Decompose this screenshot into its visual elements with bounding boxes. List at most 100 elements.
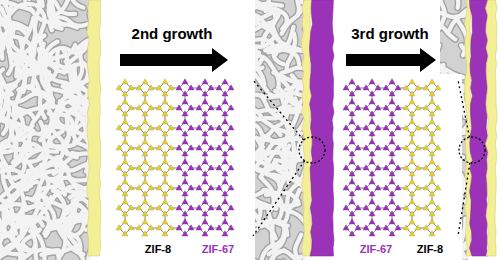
pore-wall	[272, 251, 300, 260]
pore-wall	[60, 228, 83, 258]
metal-tetrahedron	[409, 171, 415, 176]
metal-tetrahedron	[168, 105, 174, 110]
metal-tetrahedron	[375, 145, 381, 150]
metal-tetrahedron	[429, 231, 435, 236]
metal-tetrahedron	[403, 145, 409, 150]
metal-tetrahedron	[182, 219, 188, 224]
metal-tetrahedron	[188, 105, 194, 110]
metal-tetrahedron	[423, 165, 429, 170]
metal-tetrahedron	[429, 211, 435, 216]
metal-tetrahedron	[168, 85, 174, 90]
metal-tetrahedron	[363, 145, 369, 150]
metal-tetrahedron	[136, 85, 142, 90]
metal-tetrahedron	[202, 199, 208, 204]
metal-tetrahedron	[415, 205, 421, 210]
metal-tetrahedron	[369, 139, 375, 144]
metal-tetrahedron	[202, 139, 208, 144]
metal-tetrahedron	[202, 91, 208, 96]
material-label: ZIF-67	[358, 243, 394, 255]
metal-tetrahedron	[429, 111, 435, 116]
metal-tetrahedron	[403, 185, 409, 190]
metal-tetrahedron	[429, 79, 435, 84]
metal-tetrahedron	[389, 211, 395, 216]
metal-tetrahedron	[202, 219, 208, 224]
metal-tetrahedron	[182, 119, 188, 124]
metal-tetrahedron	[142, 179, 148, 184]
metal-tetrahedron	[369, 79, 375, 84]
metal-tetrahedron	[389, 139, 395, 144]
metal-tetrahedron	[122, 151, 128, 156]
metal-tetrahedron	[182, 199, 188, 204]
metal-tetrahedron	[162, 119, 168, 124]
metal-tetrahedron	[435, 205, 441, 210]
metal-tetrahedron	[156, 105, 162, 110]
pore-wall	[41, 0, 47, 6]
metal-tetrahedron	[343, 85, 349, 90]
zif67-layer	[310, 0, 334, 256]
lattice-ground	[338, 74, 462, 260]
metal-tetrahedron	[409, 91, 415, 96]
metal-tetrahedron	[369, 219, 375, 224]
metal-tetrahedron	[182, 159, 188, 164]
metal-tetrahedron	[395, 185, 401, 190]
metal-tetrahedron	[142, 99, 148, 104]
porous-support	[255, 0, 305, 260]
metal-tetrahedron	[403, 105, 409, 110]
metal-tetrahedron	[128, 205, 134, 210]
metal-tetrahedron	[116, 85, 122, 90]
metal-tetrahedron	[349, 99, 355, 104]
metal-tetrahedron	[142, 111, 148, 116]
pore-wall	[49, 48, 80, 60]
metal-tetrahedron	[216, 205, 222, 210]
metal-tetrahedron	[176, 145, 182, 150]
metal-tetrahedron	[142, 219, 148, 224]
metal-tetrahedron	[409, 99, 415, 104]
pore-wall	[0, 252, 9, 260]
metal-tetrahedron	[122, 199, 128, 204]
metal-tetrahedron	[116, 225, 122, 230]
metal-tetrahedron	[202, 119, 208, 124]
pore-wall	[278, 130, 294, 160]
metal-tetrahedron	[349, 79, 355, 84]
metal-tetrahedron	[349, 159, 355, 164]
metal-tetrahedron	[208, 125, 214, 130]
pore-wall	[13, 102, 49, 115]
metal-tetrahedron	[162, 151, 168, 156]
metal-tetrahedron	[182, 131, 188, 136]
pore-wall	[23, 245, 59, 252]
metal-tetrahedron	[148, 85, 154, 90]
metal-tetrahedron	[142, 171, 148, 176]
metal-tetrahedron	[168, 125, 174, 130]
metal-tetrahedron	[355, 205, 361, 210]
metal-tetrahedron	[435, 165, 441, 170]
metal-tetrahedron	[222, 211, 228, 216]
pore-wall	[255, 151, 293, 157]
metal-tetrahedron	[355, 165, 361, 170]
metal-tetrahedron	[122, 131, 128, 136]
pore-wall	[36, 42, 58, 73]
metal-tetrahedron	[383, 125, 389, 130]
metal-tetrahedron	[349, 151, 355, 156]
metal-tetrahedron	[116, 165, 122, 170]
metal-tetrahedron	[363, 185, 369, 190]
metal-tetrahedron	[182, 111, 188, 116]
metal-tetrahedron	[162, 219, 168, 224]
metal-tetrahedron	[409, 139, 415, 144]
metal-tetrahedron	[188, 225, 194, 230]
metal-tetrahedron	[156, 185, 162, 190]
metal-tetrahedron	[148, 165, 154, 170]
metal-tetrahedron	[128, 185, 134, 190]
pore-wall	[24, 0, 38, 1]
metal-tetrahedron	[148, 145, 154, 150]
metal-tetrahedron	[216, 125, 222, 130]
metal-tetrahedron	[222, 199, 228, 204]
metal-tetrahedron	[395, 205, 401, 210]
metal-tetrahedron	[383, 105, 389, 110]
metal-tetrahedron	[176, 85, 182, 90]
metal-tetrahedron	[168, 165, 174, 170]
metal-tetrahedron	[429, 219, 435, 224]
zoom-leader	[253, 161, 305, 236]
metal-tetrahedron	[228, 85, 234, 90]
metal-tetrahedron	[142, 199, 148, 204]
metal-tetrahedron	[142, 211, 148, 216]
